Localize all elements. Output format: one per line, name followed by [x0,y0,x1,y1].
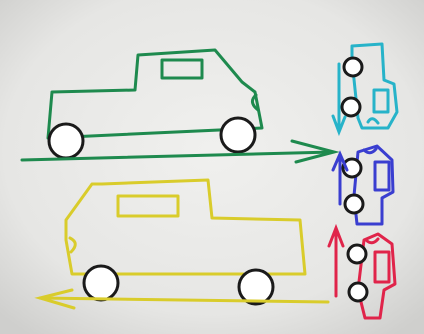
yellow-truck-rear-wheel [84,266,118,300]
cyan-truck-front-wheel [342,98,360,116]
green-truck-front-wheel [221,118,255,152]
cyan-truck-rear-wheel [344,58,362,76]
red-truck-rear-wheel [349,283,367,301]
yellow-truck-front-wheel [239,270,273,304]
blue-truck-rear-wheel [345,195,363,213]
red-truck-front-wheel [348,245,366,263]
green-truck-rear-wheel [49,124,83,158]
